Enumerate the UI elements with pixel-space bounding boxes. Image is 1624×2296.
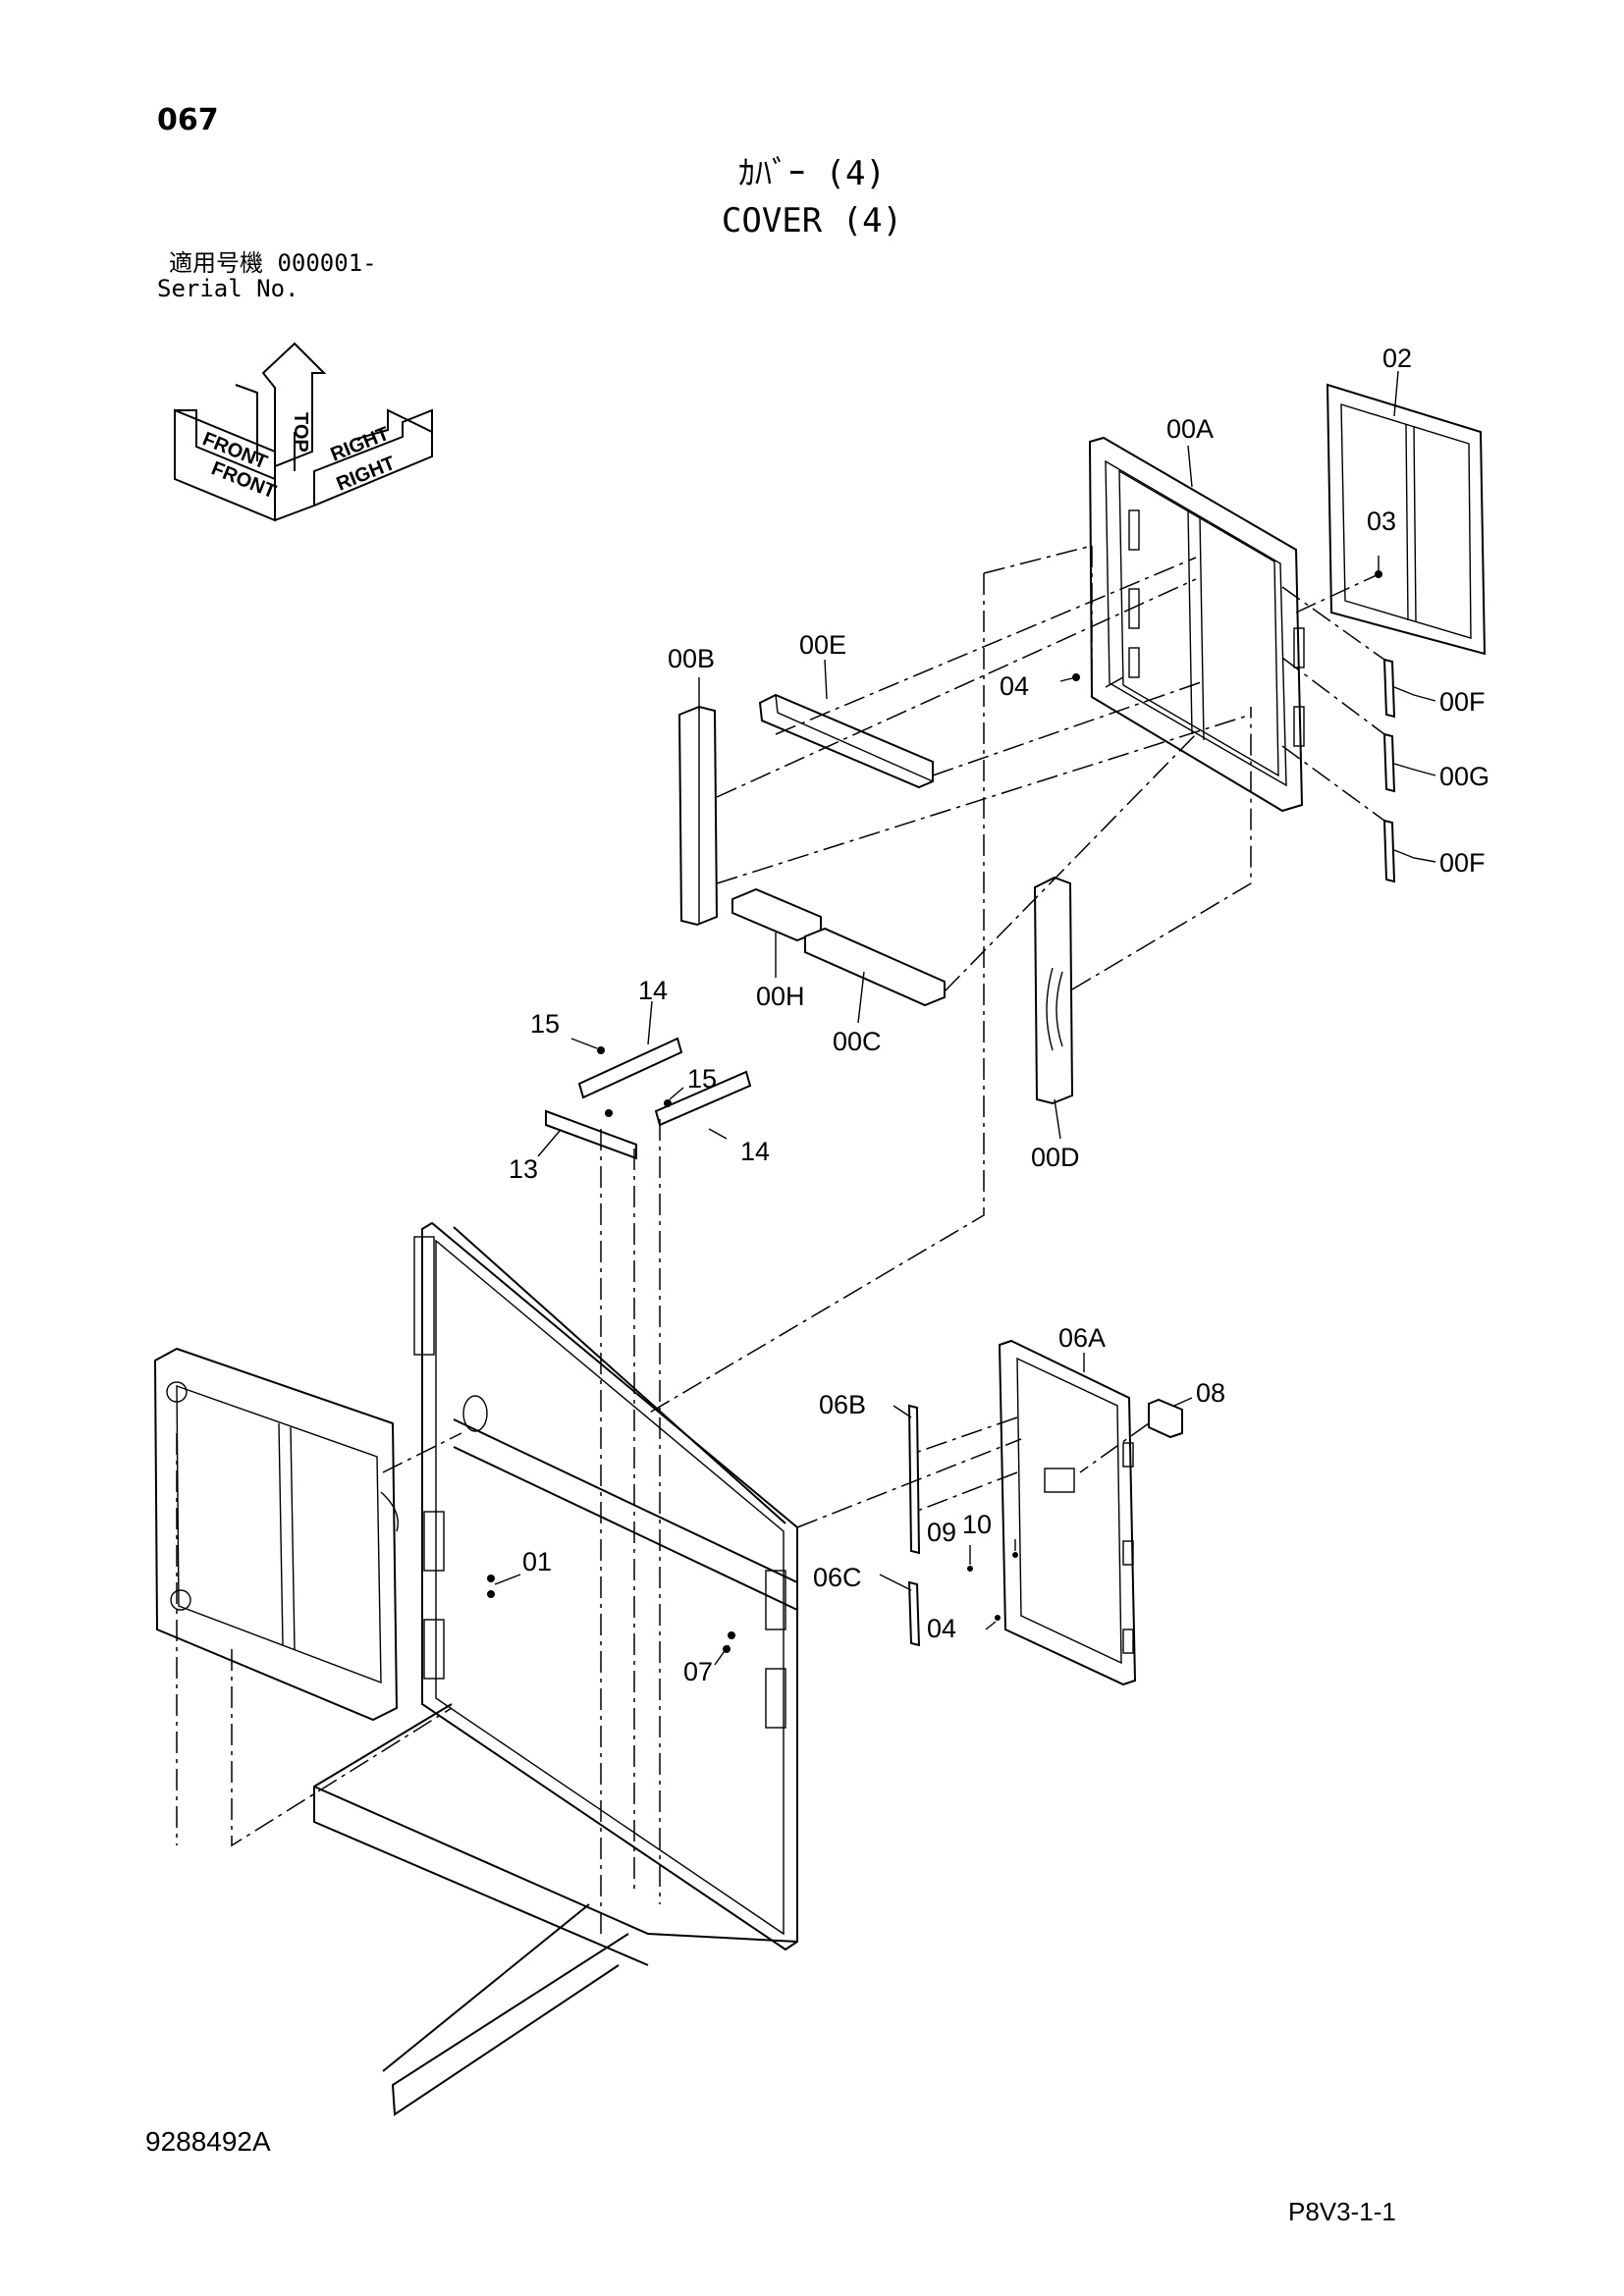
part-00H-seal bbox=[731, 887, 822, 942]
part-00D-seal bbox=[1033, 876, 1074, 1105]
callout-00C: 00C bbox=[833, 1027, 882, 1056]
part-00F-strip-upper bbox=[1382, 658, 1396, 719]
callout-00D: 00D bbox=[1031, 1143, 1080, 1172]
part-00F-strip-lower bbox=[1382, 819, 1396, 883]
part-06B-strip bbox=[907, 1404, 921, 1555]
callout-02: 02 bbox=[1382, 344, 1412, 373]
callout-15-lower: 15 bbox=[687, 1064, 717, 1094]
part-00A-door-frame bbox=[1088, 436, 1305, 813]
callout-06B: 06B bbox=[819, 1390, 866, 1419]
orientation-icon: FRONT FRONT TOP RIGHT RIGHT bbox=[174, 342, 433, 522]
page-number: 067 bbox=[157, 103, 219, 137]
part-00B-seal bbox=[677, 705, 719, 927]
callout-08: 08 bbox=[1196, 1378, 1225, 1408]
part-13-bracket bbox=[545, 1109, 637, 1160]
callout-04-upper: 04 bbox=[1000, 671, 1029, 701]
part-06A-side-panel bbox=[998, 1339, 1137, 1686]
callout-labels: 02 00A 03 00B 00E 04 00F 00G 00F 00H 00C… bbox=[509, 344, 1489, 1686]
assembly-lines bbox=[176, 545, 1385, 1934]
main-frame bbox=[313, 1221, 798, 2116]
callout-06A: 06A bbox=[1058, 1323, 1106, 1353]
callout-14-upper: 14 bbox=[638, 976, 668, 1005]
callout-00B: 00B bbox=[668, 644, 715, 673]
page-code: P8V3-1-1 bbox=[1288, 2197, 1396, 2226]
part-06C-strip bbox=[907, 1580, 921, 1647]
callout-00H: 00H bbox=[756, 982, 805, 1011]
callout-00F-upper: 00F bbox=[1439, 687, 1486, 717]
orientation-top-label: TOP bbox=[290, 412, 311, 453]
leader-lines bbox=[494, 370, 1436, 1666]
callout-00F-lower: 00F bbox=[1439, 848, 1486, 878]
serial-label-japanese: 適用号機 000001- bbox=[169, 249, 377, 277]
part-00G-strip bbox=[1382, 732, 1396, 793]
callout-06C: 06C bbox=[813, 1563, 862, 1592]
callout-00A: 00A bbox=[1166, 414, 1214, 444]
callout-09: 09 bbox=[927, 1518, 956, 1547]
callout-03: 03 bbox=[1367, 507, 1396, 536]
part-14-bracket-lower bbox=[605, 1070, 752, 1127]
part-08-latch bbox=[1148, 1398, 1183, 1439]
callout-14-lower: 14 bbox=[740, 1137, 770, 1166]
part-14-bracket-upper bbox=[577, 1037, 683, 1099]
callout-00G: 00G bbox=[1439, 762, 1489, 791]
callout-01: 01 bbox=[522, 1547, 552, 1576]
page-title-english: COVER (4) bbox=[721, 201, 903, 240]
callout-00E: 00E bbox=[799, 630, 846, 660]
radiator-core bbox=[153, 1347, 399, 1722]
callout-13: 13 bbox=[509, 1154, 538, 1184]
part-02-screen bbox=[1326, 383, 1487, 656]
callout-07: 07 bbox=[683, 1657, 713, 1686]
part-00C-seal bbox=[804, 927, 946, 1007]
page-title-japanese: ｶﾊﾞｰ (4) bbox=[738, 154, 886, 193]
serial-label-english: Serial No. bbox=[157, 275, 299, 302]
document-number: 9288492A bbox=[145, 2126, 271, 2157]
part-00E-seal bbox=[758, 693, 934, 789]
callout-15-upper: 15 bbox=[530, 1009, 560, 1039]
callout-10: 10 bbox=[962, 1510, 992, 1539]
callout-04-lower: 04 bbox=[927, 1614, 956, 1643]
